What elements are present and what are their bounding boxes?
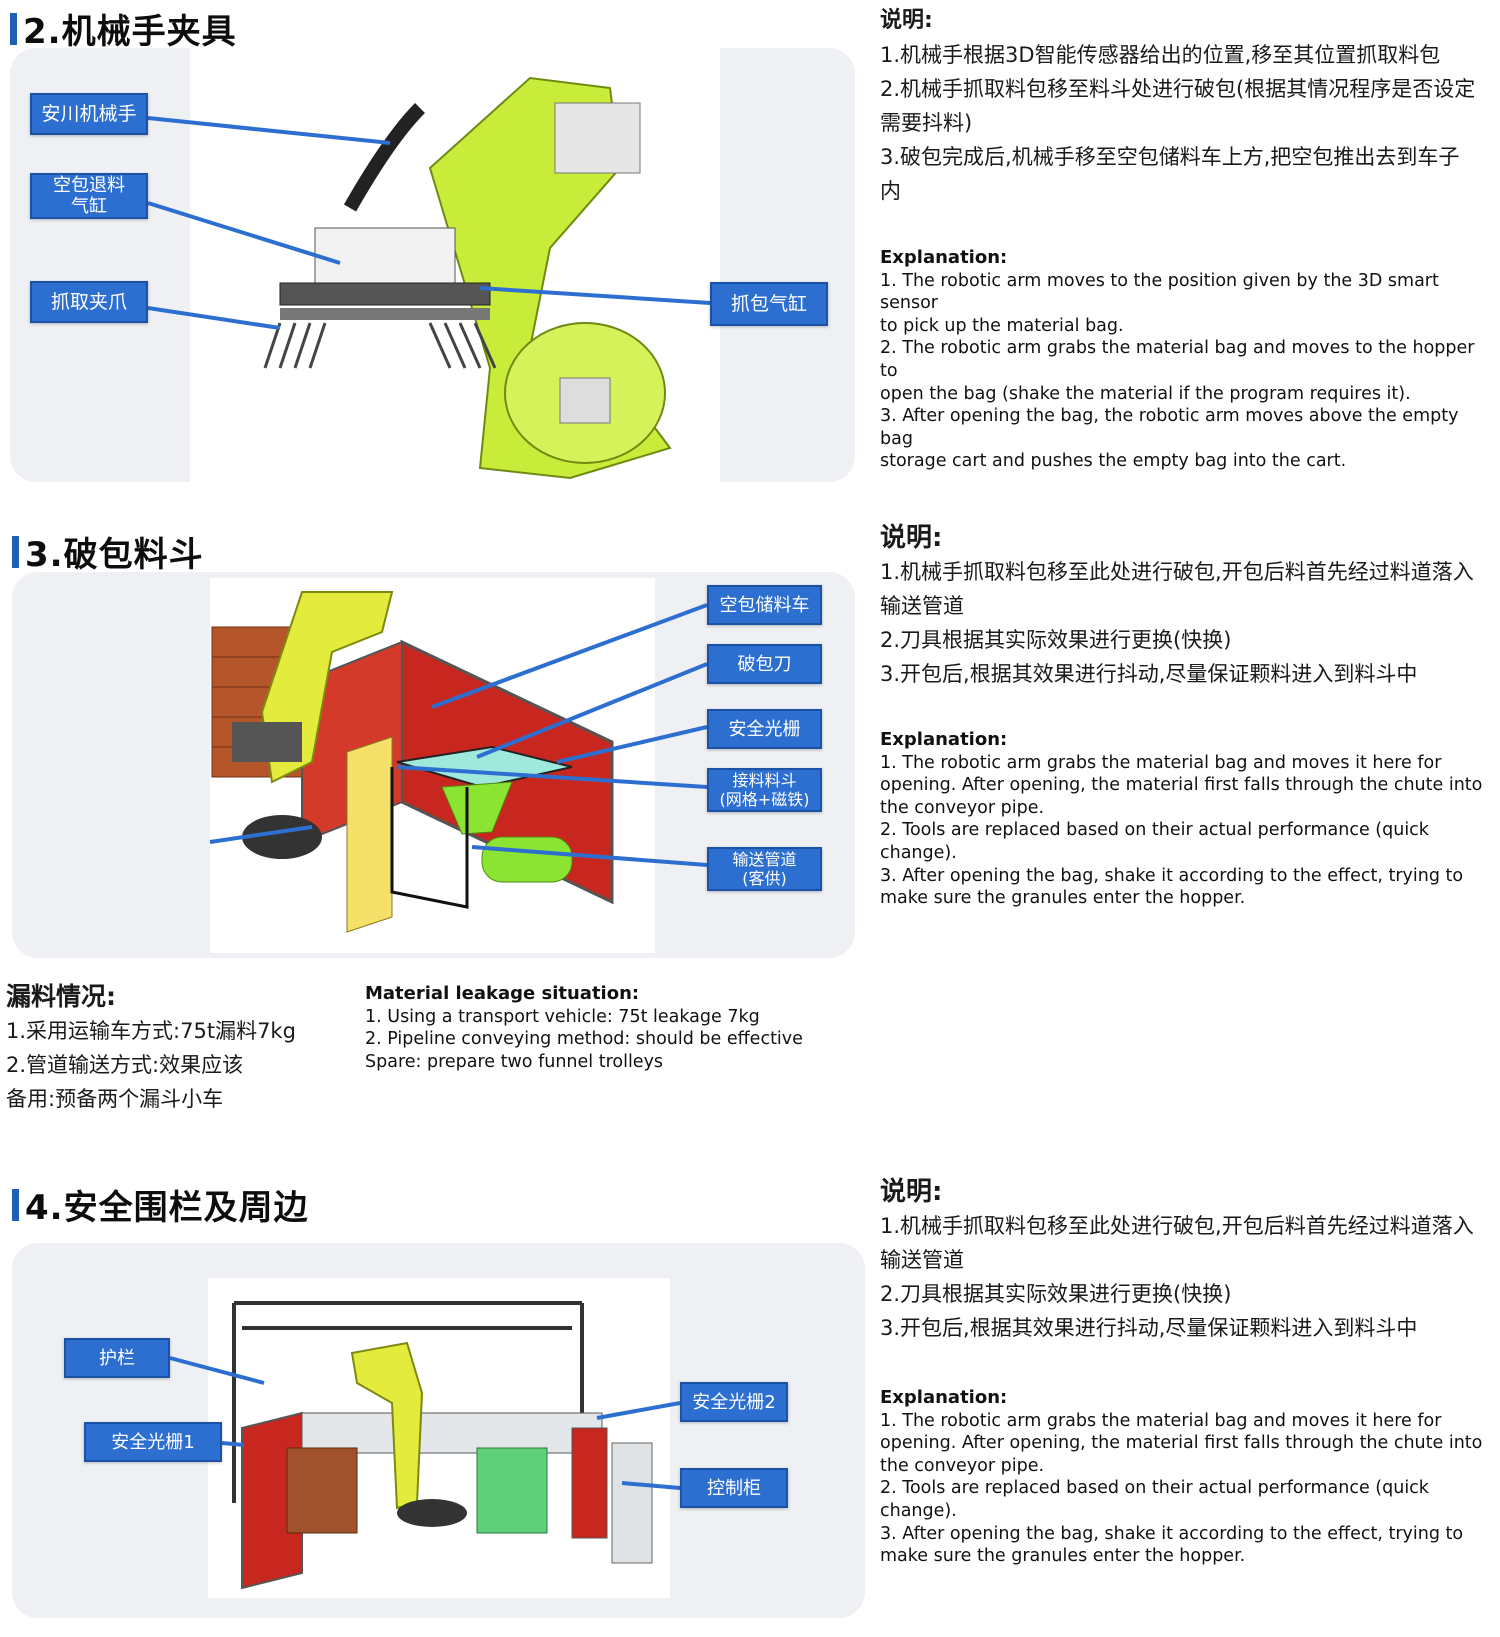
callout-receiving-hopper: 接料料斗 (网格+磁铁): [707, 768, 822, 812]
hopper-figure: 空包储料车 破包刀 安全光栅 接料料斗 (网格+磁铁) 输送管道 (客供): [12, 572, 855, 958]
safety-fence-zh-explanation: 说明: 1.机械手抓取料包移至此处进行破包,开包后料首先经过料道落入 输送管道 …: [880, 1177, 1474, 1340]
title-accent-bar: [12, 1188, 19, 1221]
safety-fence-en-explanation: Explanation: 1. The robotic arm grabs th…: [880, 1387, 1483, 1567]
callout-empty-bag-cart: 空包储料车: [707, 585, 822, 625]
safety-fence-illustration: [169, 1278, 681, 1598]
callout-safety-light-curtain-1: 安全光栅1: [84, 1422, 222, 1462]
callout-bag-cutter: 破包刀: [707, 644, 822, 684]
callout-control-cabinet: 控制柜: [680, 1468, 788, 1508]
section-title-gripper: 2.机械手夹具: [10, 4, 237, 53]
section-title-hopper: 3.破包料斗: [12, 527, 204, 576]
callout-empty-bag-cylinder: 空包退料气缸: [30, 173, 148, 219]
gripper-illustration: [147, 48, 720, 482]
callout-yaskawa-robot: 安川机械手: [30, 93, 148, 135]
callout-guardrail: 护栏: [64, 1338, 170, 1378]
hopper-illustration: [209, 578, 708, 953]
hopper-zh-explanation: 说明: 1.机械手抓取料包移至此处进行破包,开包后料首先经过料道落入 输送管道 …: [880, 523, 1474, 686]
leakage-en: Material leakage situation: 1. Using a t…: [365, 983, 803, 1072]
title-accent-bar: [10, 12, 17, 45]
callout-conveyor-pipe: 输送管道 (客供): [707, 847, 822, 891]
safety-fence-figure: 护栏 安全光栅1 安全光栅2 控制柜: [12, 1243, 865, 1618]
leakage-zh: 漏料情况: 1.采用运输车方式:75t漏料7kg 2.管道输送方式:效果应该 备…: [6, 982, 296, 1111]
gripper-en-explanation: Explanation: 1. The robotic arm moves to…: [880, 247, 1475, 472]
callout-grab-cylinder: 抓包气缸: [710, 282, 828, 326]
callout-gripper-claw: 抓取夹爪: [30, 281, 148, 323]
callout-safety-light-curtain-2: 安全光栅2: [680, 1382, 788, 1422]
callout-safety-light-curtain: 安全光栅: [707, 709, 822, 749]
hopper-en-explanation: Explanation: 1. The robotic arm grabs th…: [880, 729, 1483, 909]
gripper-zh-explanation: 说明: 1.机械手根据3D智能传感器给出的位置,移至其位置抓取料包 2.机械手抓…: [880, 8, 1476, 203]
title-accent-bar: [12, 535, 19, 568]
gripper-figure: 安川机械手 空包退料气缸 抓取夹爪 抓包气缸: [10, 48, 855, 482]
section-title-safety-fence: 4.安全围栏及周边: [12, 1180, 309, 1229]
